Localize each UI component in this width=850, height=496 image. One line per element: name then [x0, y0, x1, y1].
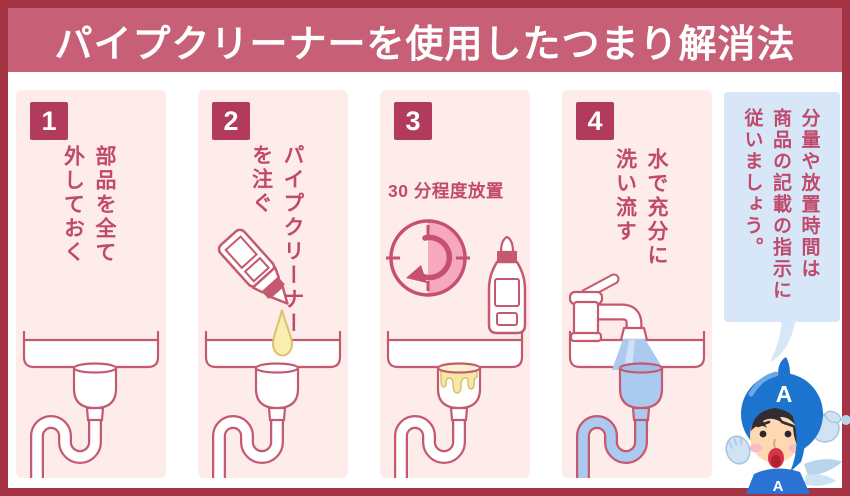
chest-letter: A — [773, 478, 784, 494]
drain-cup — [254, 362, 300, 422]
faucet-icon — [568, 273, 649, 343]
blush-left — [749, 443, 763, 453]
mascot-character: A A — [725, 357, 850, 494]
step-number-badge: 3 — [394, 102, 432, 140]
title-banner: パイプクリーナーを使用したつまり解消法 — [8, 8, 842, 72]
splash-fins — [804, 415, 850, 486]
step-number-badge: 2 — [212, 102, 250, 140]
drain-cup — [72, 362, 118, 422]
note-text: 分量や放置時間は 商品の記載の指示に 従いましょう。 — [741, 108, 820, 302]
step-number: 4 — [587, 105, 603, 136]
sink-basin — [386, 331, 524, 369]
eye-right — [784, 430, 792, 438]
drain-pipe — [212, 415, 284, 478]
step-number-badge: 4 — [576, 102, 614, 140]
step-2-text: パイプクリーナー を注ぐ — [249, 144, 305, 336]
mascot-body: A — [746, 468, 810, 494]
step-number: 2 — [223, 105, 239, 136]
sink-basin — [22, 331, 160, 369]
mascot-face — [749, 408, 805, 472]
cleaner-bottle-icon — [487, 235, 527, 335]
faucet-rinse-sink-icon — [568, 273, 706, 478]
eyebrow-left — [756, 420, 771, 428]
timer-clock-icon — [386, 219, 470, 297]
eye-left — [759, 430, 767, 438]
sink-basin — [204, 331, 342, 369]
step-panel-2: 2 パイプクリーナー を注ぐ — [198, 90, 348, 478]
sink-drain-disassembled-icon — [22, 331, 160, 478]
mascot-left-mitten — [725, 435, 751, 465]
step-number: 3 — [405, 105, 421, 136]
timer-wait-sink-icon — [386, 219, 527, 478]
step-1-text: 部品を全て 外しておく — [61, 145, 117, 265]
hood-side — [790, 412, 805, 472]
step-panel-4: 4 水で充分に 洗い流す — [562, 90, 712, 478]
step-number-badge: 1 — [30, 102, 68, 140]
step-number: 1 — [41, 105, 57, 136]
water-droplet-icon — [841, 415, 850, 425]
pouring-bottle-sink-icon — [204, 228, 342, 478]
step-panel-1: 1 部品を全て 外しておく — [16, 90, 166, 478]
nose — [773, 439, 776, 448]
pipe-cleaner-bottle-tilted-icon — [217, 228, 289, 305]
drain-pipe — [394, 415, 466, 478]
drain-pipe-water — [576, 415, 648, 478]
cleaner-liquid-in-drain — [440, 370, 478, 394]
bubble-tail — [770, 318, 796, 362]
step-3-text: 30 分程度放置 — [388, 181, 504, 201]
drain-cup-water — [618, 362, 664, 422]
eyebrow-right — [780, 420, 795, 428]
page-title: パイプクリーナーを使用したつまり解消法 — [54, 23, 796, 66]
note-bubble: 分量や放置時間は 商品の記載の指示に 従いましょう。 — [724, 92, 840, 322]
step-panel-3: 3 30 分程度放置 — [380, 90, 530, 478]
drain-pipe — [30, 415, 102, 478]
drain-cup-rim — [436, 362, 482, 374]
water-stream-icon — [612, 339, 664, 370]
helmet-letter: A — [776, 381, 793, 407]
step-4-text: 水で充分に 洗い流す — [613, 148, 669, 268]
liquid-drop-icon — [271, 309, 294, 357]
